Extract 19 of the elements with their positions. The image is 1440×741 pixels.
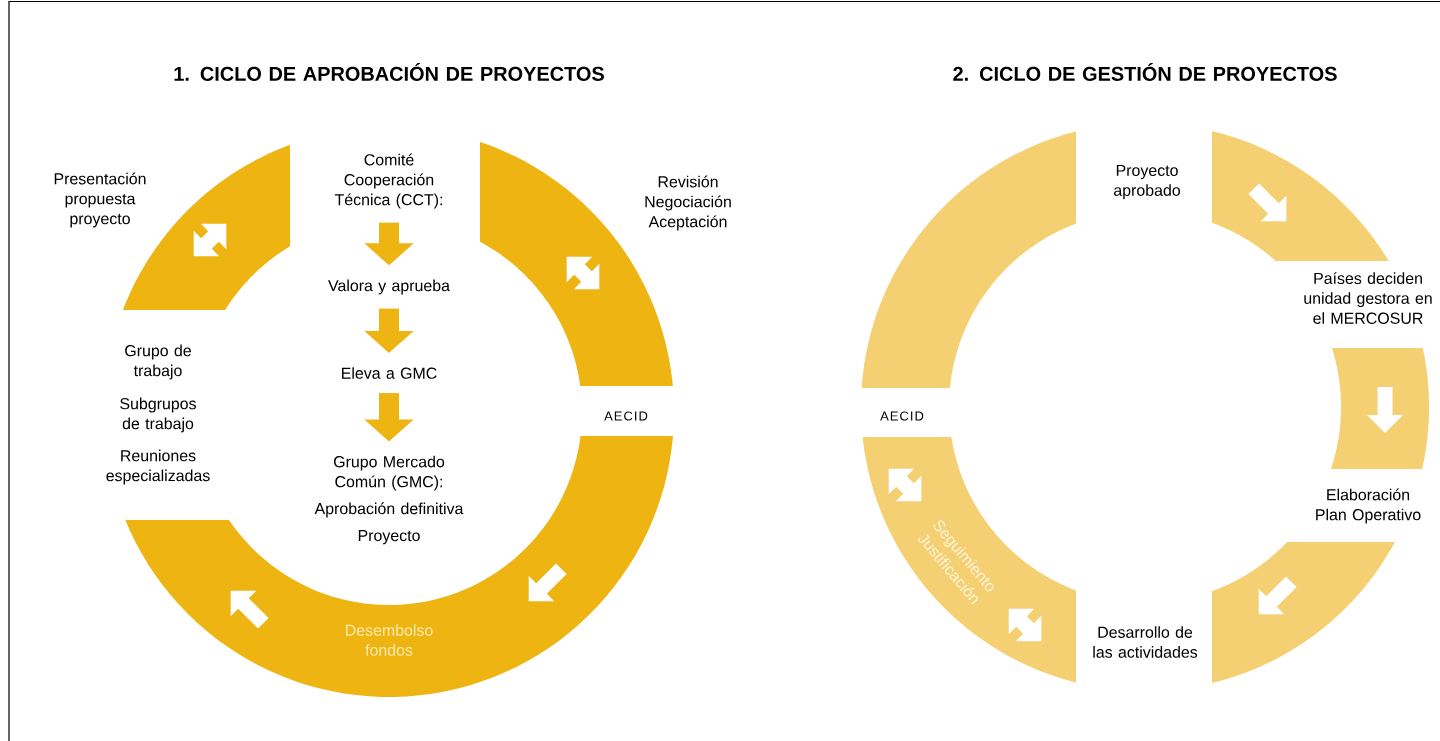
stage-label: Desarrollo de las actividades — [1093, 626, 1198, 658]
section-title: 2. CICLO DE GESTIÓN DE PROYECTOS — [953, 63, 1337, 81]
agency-label: AECID — [880, 411, 924, 421]
agency-label: AECID — [604, 411, 648, 421]
step-label: Grupo Mercado Común (GMC): Aprobación definitiva Proyecto — [314, 455, 464, 545]
section-title: 1. CICLO DE APROBACIÓN DE PROYECTOS — [174, 63, 604, 81]
ring-segment — [1212, 131, 1389, 261]
stage-label: Proyecto aprobado — [1114, 164, 1180, 200]
ring-segment — [1212, 542, 1395, 683]
step-label: Comité Cooperación Técnica (CCT): — [334, 153, 442, 209]
stage-label: Presentación propuesta proyecto — [54, 172, 146, 228]
stage-label: Elaboración Plan Operativo — [1316, 488, 1421, 524]
step-label: Valora y aprueba — [328, 279, 450, 295]
step-label: Eleva a GMC — [342, 367, 437, 379]
stage-label: Países deciden unidad gestora en el MERCOSUR — [1304, 272, 1432, 324]
stage-label: Revisión Negociación Aceptación — [645, 175, 731, 231]
ring-segment — [861, 131, 1076, 388]
stage-label: Grupo de trabajo — [125, 344, 191, 380]
ring-segment — [1330, 348, 1429, 469]
